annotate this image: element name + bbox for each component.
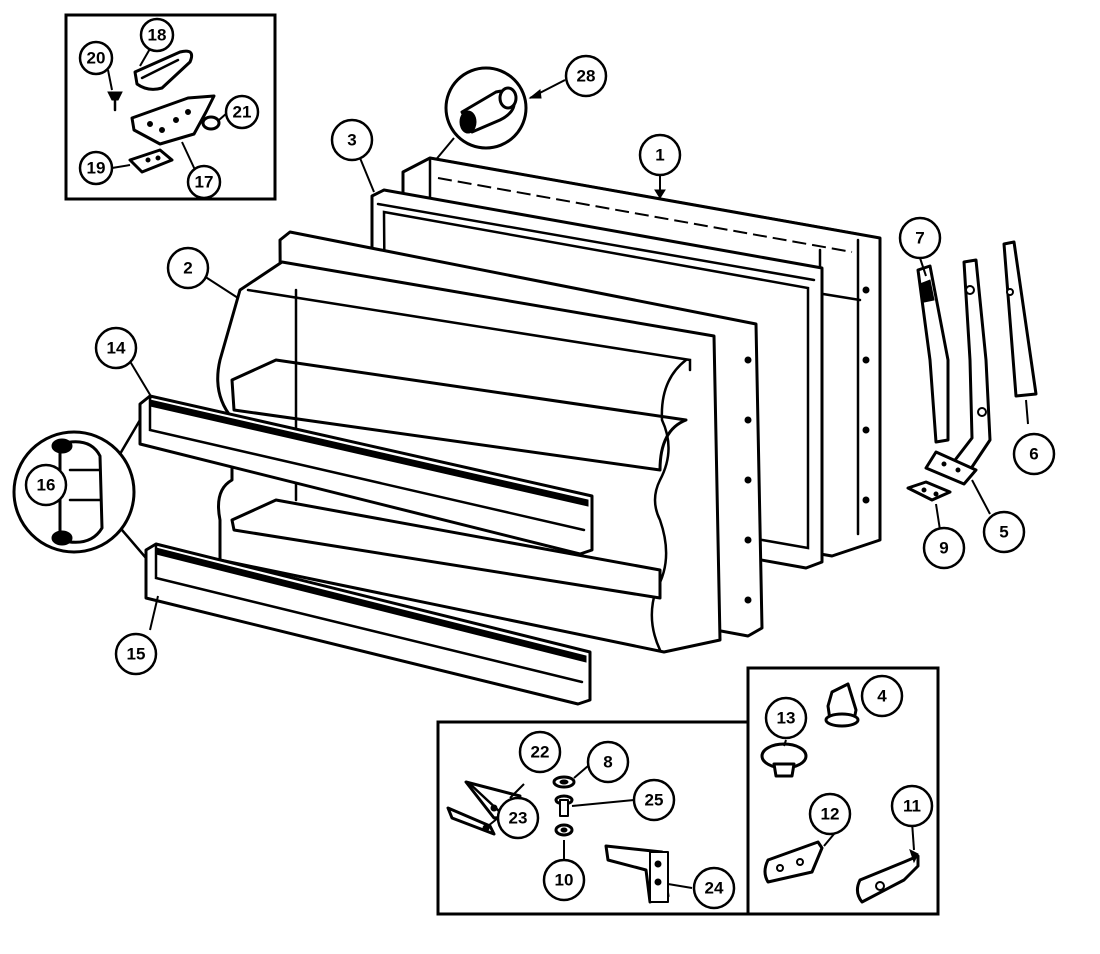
callout-13: 13 [764, 696, 808, 740]
callout-label: 3 [347, 131, 356, 150]
handle-plate [906, 480, 952, 502]
callout-label: 7 [915, 229, 924, 248]
callout-24: 24 [692, 866, 736, 910]
callout-label: 17 [195, 173, 214, 192]
callout-18: 18 [139, 17, 175, 53]
hinge-shim [128, 148, 174, 174]
callout-label: 13 [777, 709, 796, 728]
callout-7: 7 [898, 216, 942, 260]
callout-19: 19 [78, 150, 114, 186]
callout-label: 12 [821, 805, 840, 824]
callout-10: 10 [542, 858, 586, 902]
callout-label: 18 [148, 26, 167, 45]
callout-15: 15 [114, 632, 158, 676]
washer [201, 115, 221, 131]
inner-door-liner [203, 230, 764, 654]
callout-label: 14 [107, 339, 126, 358]
callout-21: 21 [224, 94, 260, 130]
callout-label: 4 [877, 687, 887, 706]
shelf-end-cap [12, 418, 148, 560]
callout-label: 19 [87, 159, 106, 178]
callout-14: 14 [94, 326, 138, 370]
callout-2: 2 [166, 246, 210, 290]
inset-hinge-kit [64, 13, 277, 201]
handle-trim [1002, 240, 1038, 398]
handle-parts [906, 240, 1038, 531]
callout-label: 24 [705, 879, 724, 898]
callout-25: 25 [632, 778, 676, 822]
callout-label: 23 [509, 809, 528, 828]
callout-28: 28 [564, 54, 608, 98]
callout-label: 22 [531, 743, 550, 762]
callout-20: 20 [78, 40, 114, 76]
hinge-cover [133, 49, 194, 91]
callout-label: 6 [1029, 445, 1038, 464]
callout-label: 10 [555, 871, 574, 890]
callout-label: 16 [37, 476, 56, 495]
callout-label: 25 [645, 791, 664, 810]
callout-9: 9 [922, 526, 966, 570]
callout-4: 4 [860, 674, 904, 718]
callout-label: 1 [655, 146, 664, 165]
callout-11: 11 [890, 784, 934, 828]
callout-label: 20 [87, 49, 106, 68]
callout-label: 28 [577, 67, 596, 86]
callout-label: 15 [127, 645, 146, 664]
callout-16: 16 [24, 463, 68, 507]
callout-label: 9 [939, 539, 948, 558]
screw [107, 91, 123, 101]
lower-shelf-bar [144, 542, 592, 706]
handle-strap [916, 264, 950, 444]
callout-5: 5 [982, 510, 1026, 554]
callout-6: 6 [1012, 432, 1056, 476]
door-stop-plug [433, 66, 566, 163]
callout-label: 21 [233, 103, 252, 122]
callout-17: 17 [186, 164, 222, 200]
callout-label: 8 [603, 753, 612, 772]
callout-3: 3 [330, 118, 374, 162]
callout-22: 22 [518, 730, 562, 774]
callout-label: 2 [183, 259, 192, 278]
callout-12: 12 [808, 792, 852, 836]
callout-23: 23 [496, 796, 540, 840]
upper-shelf-bar [127, 357, 594, 556]
callout-label: 5 [999, 523, 1008, 542]
callout-label: 11 [903, 797, 921, 816]
inset-plugs-clips [746, 666, 940, 916]
callout-1: 1 [638, 133, 682, 177]
callout-8: 8 [586, 740, 630, 784]
